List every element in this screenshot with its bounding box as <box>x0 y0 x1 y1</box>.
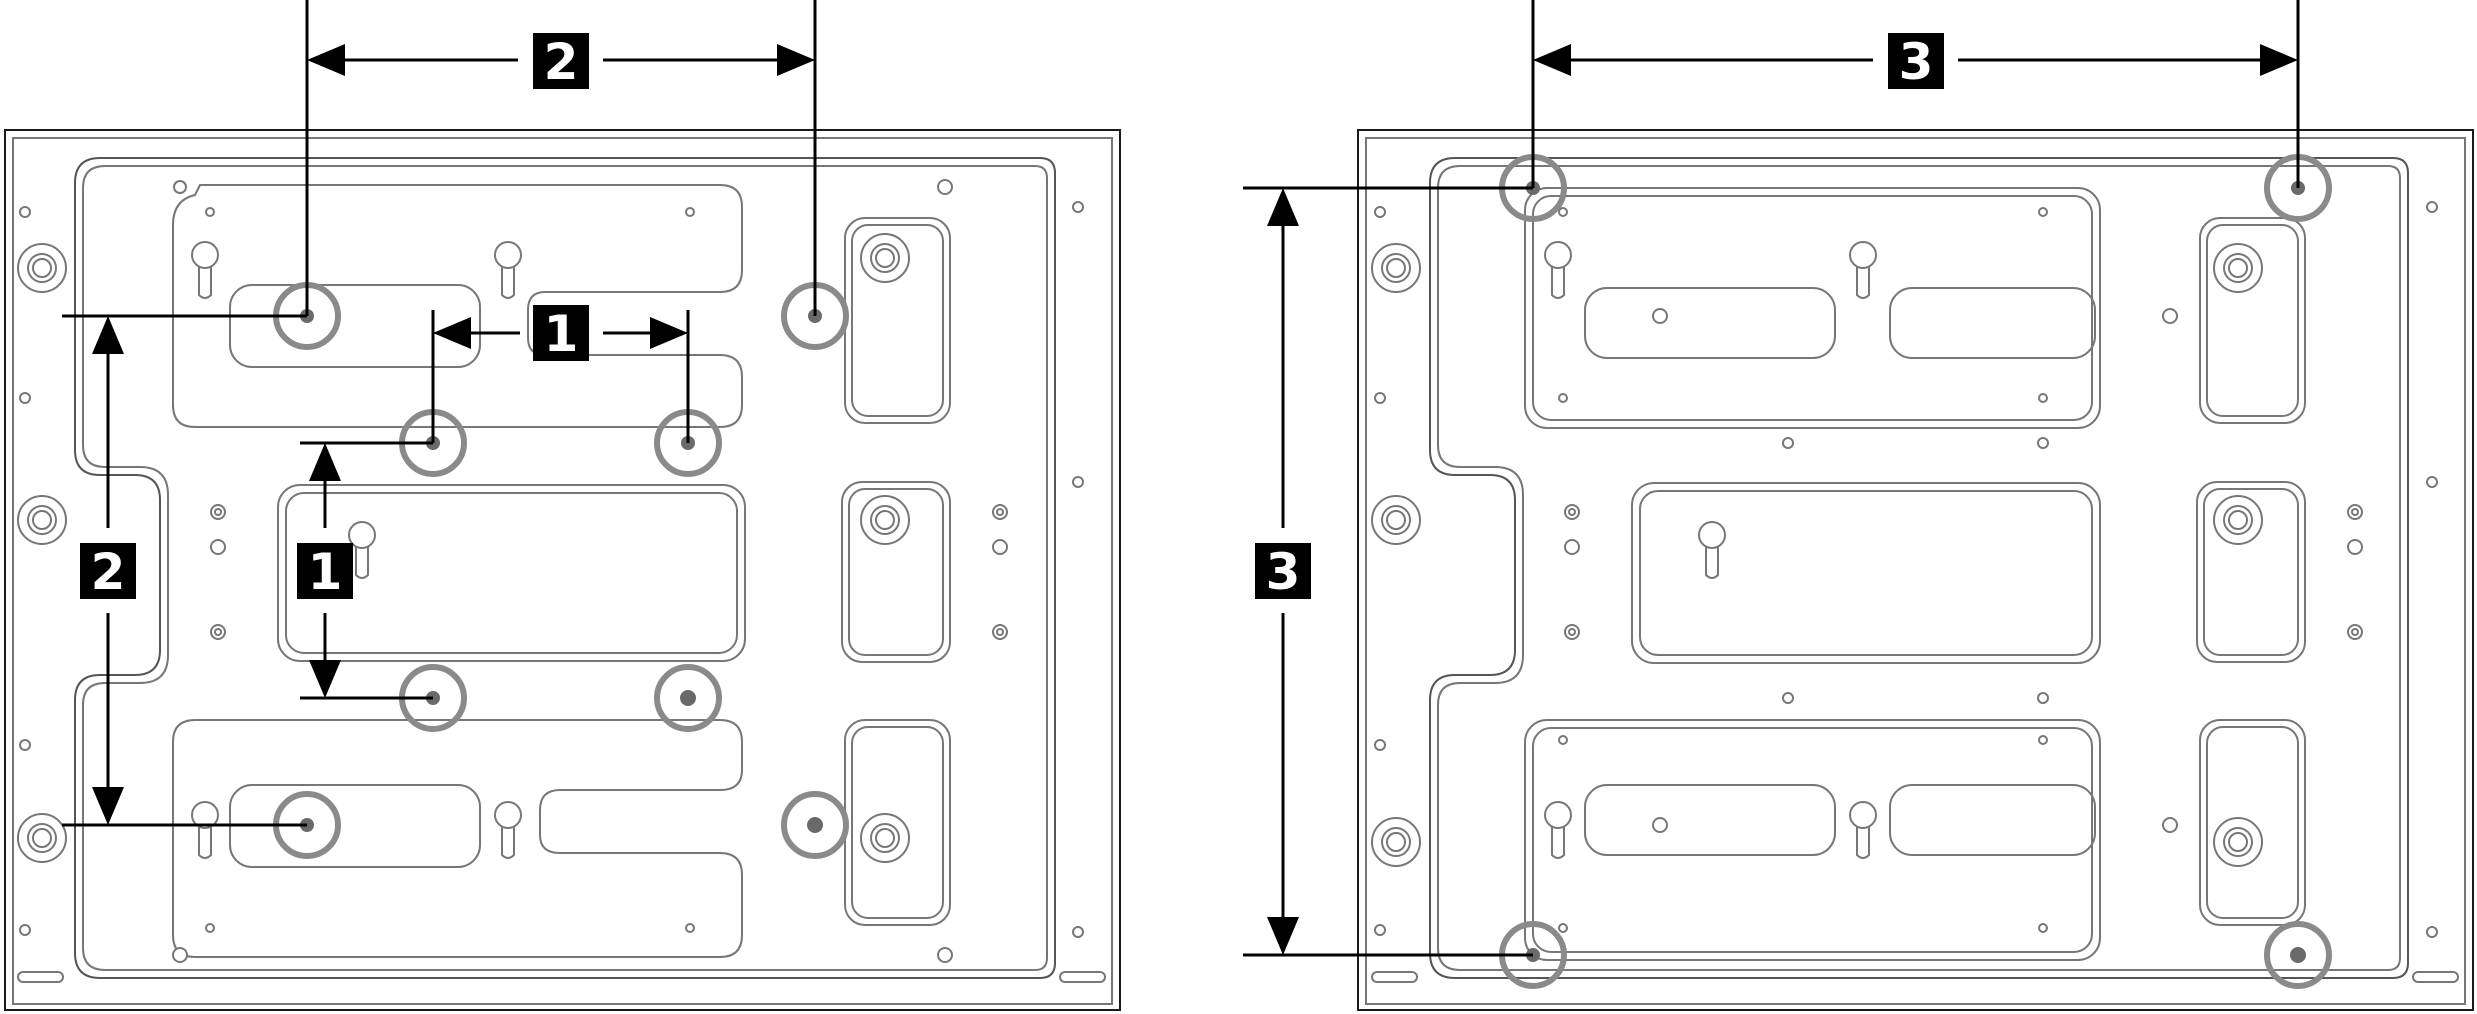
left-plate-raised-outline <box>74 157 1056 979</box>
left-side-pocket-mid <box>841 481 951 663</box>
right-plate-inner-border <box>1365 137 2466 1005</box>
right-plate-raised-outline <box>1429 157 2409 979</box>
left-plate-raised-inner <box>82 165 1048 971</box>
left-side-pocket-top-inner <box>851 224 944 417</box>
right-plate <box>1357 129 2474 1011</box>
dimension-label-1: 1 <box>544 305 579 363</box>
left-small-holes <box>19 179 1084 963</box>
right-upper-slot-right <box>1889 287 2096 359</box>
dimension-horizontal-2: 2 <box>305 0 817 316</box>
right-upper-panel-inner <box>1532 195 2093 421</box>
left-lower-channel <box>172 719 743 958</box>
right-upper-panel <box>1524 187 2101 429</box>
right-side-pocket-top <box>2199 217 2306 424</box>
dimension-label-1-vertical: 1 <box>308 543 343 601</box>
dimension-vertical-1: 1 <box>297 441 433 700</box>
dimension-label-2-vertical: 2 <box>91 543 126 601</box>
dimension-label-3: 3 <box>1899 33 1934 91</box>
left-side-pocket-mid-inner <box>848 488 944 656</box>
dimension-horizontal-3: 3 <box>1531 0 2300 188</box>
dimension-vertical-2: 2 <box>62 314 307 827</box>
dimension-label-2: 2 <box>544 33 579 91</box>
right-lower-panel-inner <box>1532 727 2093 953</box>
left-upper-channel <box>172 184 743 428</box>
left-upper-slot <box>229 284 481 368</box>
right-plate-raised-inner <box>1437 165 2401 971</box>
left-plate-inner-border <box>12 137 1113 1005</box>
right-lower-panel <box>1524 719 2101 961</box>
left-middle-pocket <box>277 484 746 662</box>
right-middle-pocket-inner <box>1639 490 2093 656</box>
right-side-pocket-mid <box>2196 481 2306 663</box>
right-small-holes <box>1374 201 2438 938</box>
dimension-horizontal-1: 1 <box>431 305 690 443</box>
right-upper-slot-left <box>1584 287 1836 359</box>
left-plate-outline <box>4 129 1121 1011</box>
left-plate <box>4 129 1121 1011</box>
right-plate-outline <box>1357 129 2474 1011</box>
right-lower-slot-right <box>1889 784 2096 856</box>
right-side-pocket-bot <box>2199 719 2306 926</box>
right-middle-pocket <box>1631 482 2101 664</box>
right-lower-slot-left <box>1584 784 1836 856</box>
dimension-vertical-3: 3 <box>1243 186 1533 957</box>
left-side-pocket-bot-inner <box>851 726 944 919</box>
left-middle-pocket-inner <box>285 492 738 654</box>
dimension-label-3-vertical: 3 <box>1266 543 1301 601</box>
